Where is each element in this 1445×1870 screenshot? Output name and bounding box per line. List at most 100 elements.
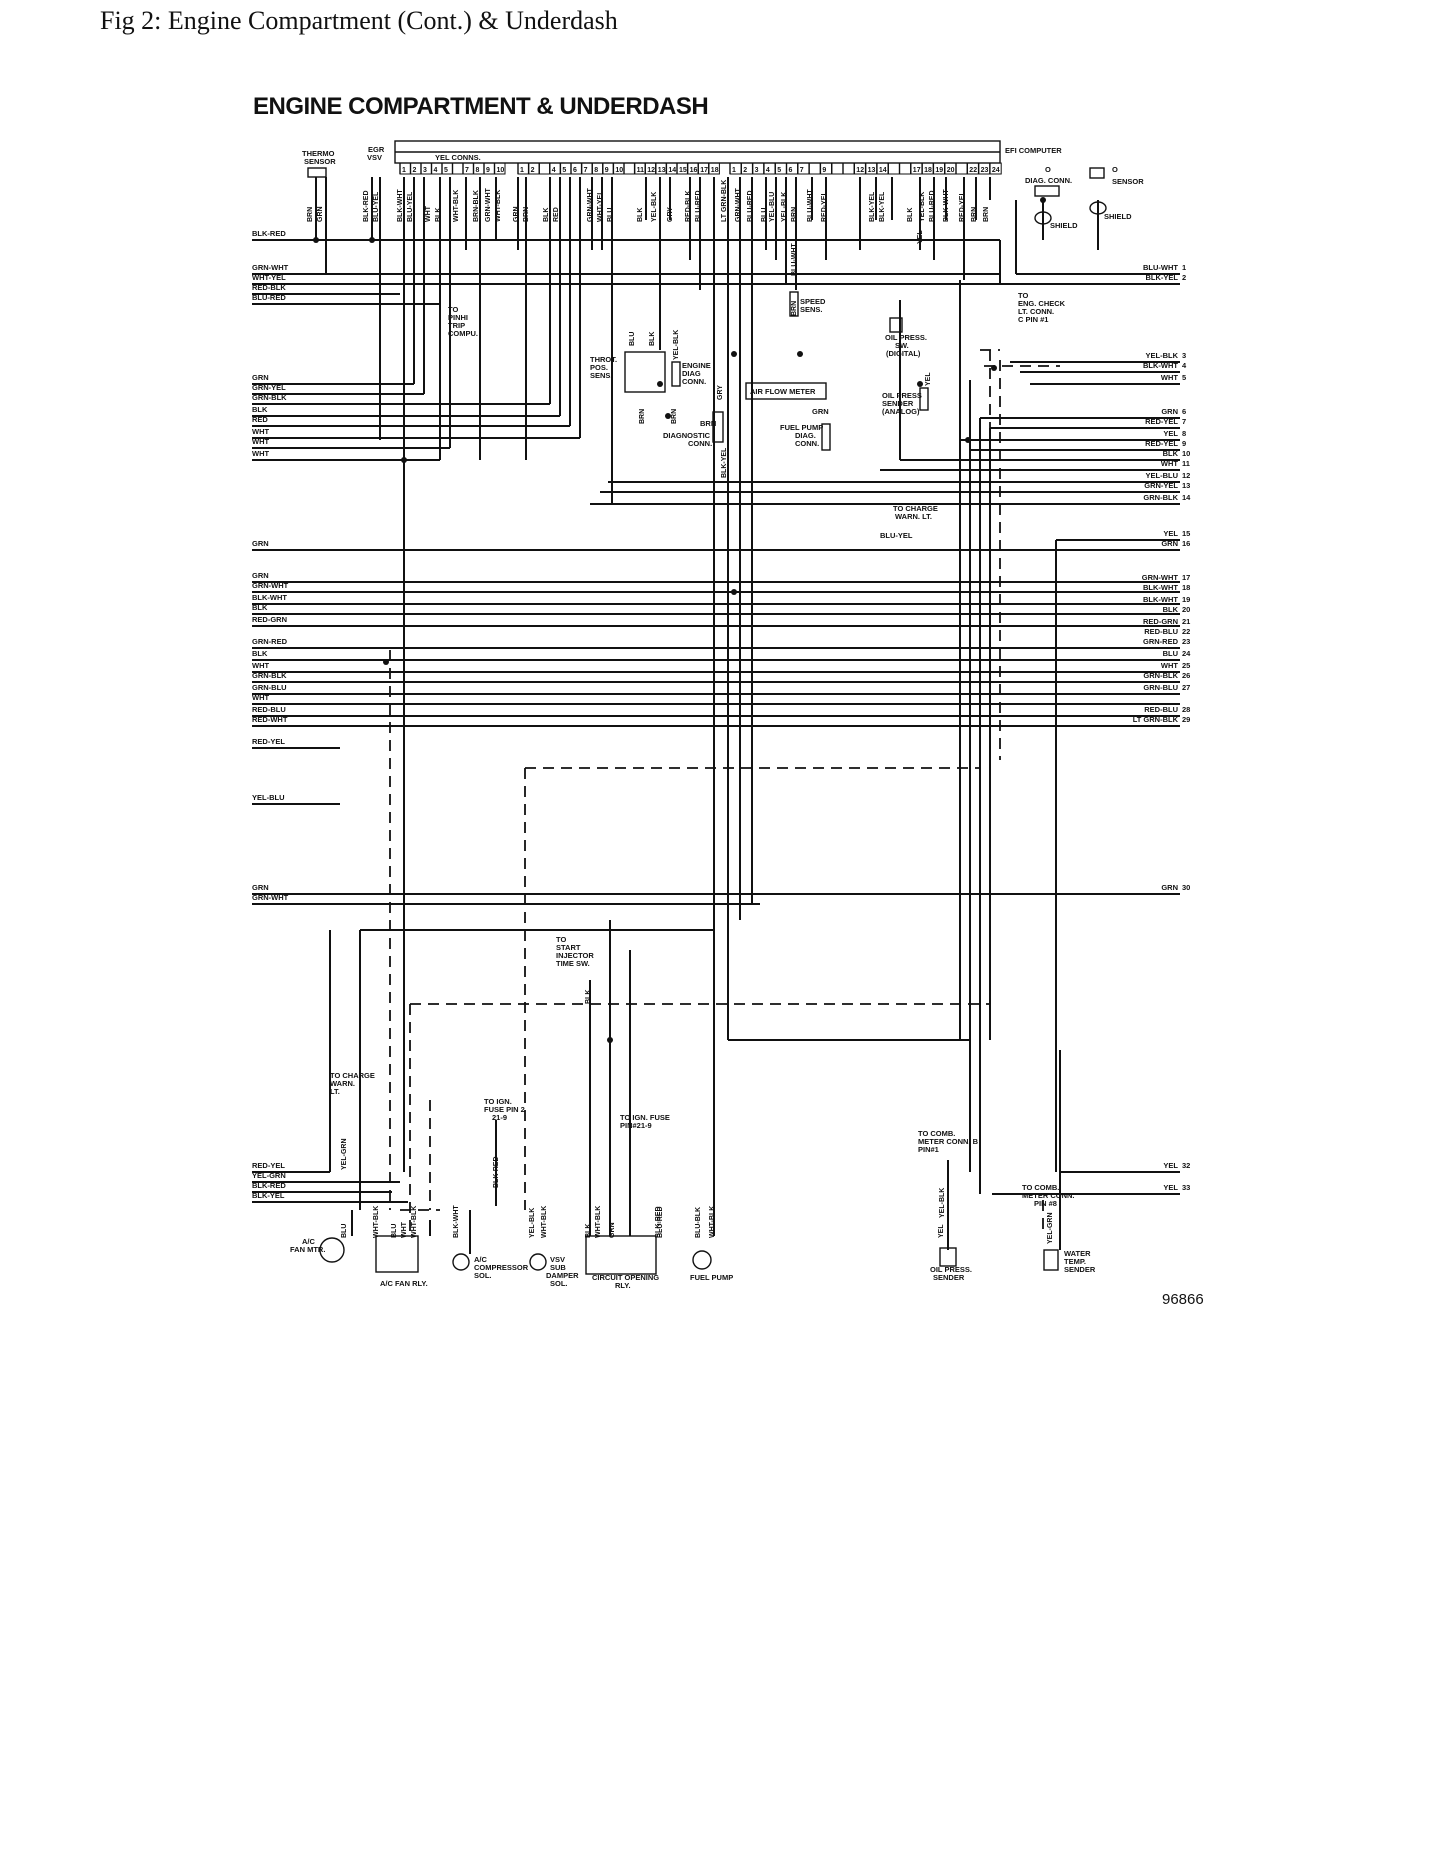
- figure-number: 96866: [1162, 1291, 1204, 1308]
- svg-text:CONN.: CONN.: [682, 377, 706, 386]
- svg-text:TO CHARGE: TO CHARGE: [893, 504, 938, 513]
- connector-pin: 18: [924, 167, 932, 174]
- connector-pin: 10: [497, 167, 505, 174]
- svg-text:BLK-RED: BLK-RED: [493, 1157, 500, 1189]
- svg-text:OIL PRESS: OIL PRESS: [882, 391, 922, 400]
- left-wire-label: BLK-YEL: [252, 1191, 285, 1200]
- top-wire-color: BLK: [907, 208, 914, 222]
- top-wire-color: YEL-BLK: [651, 192, 658, 222]
- right-wire-label: GRN-BLK: [1143, 493, 1178, 502]
- top-wire-color: BLK-YEL: [869, 191, 876, 222]
- right-wire-label: GRN-BLK: [1143, 671, 1178, 680]
- connector-pin: 20: [947, 167, 955, 174]
- svg-text:(ANALOG): (ANALOG): [882, 407, 920, 416]
- svg-text:CONN.: CONN.: [795, 439, 819, 448]
- top-wire-color: WHT-YEL: [597, 190, 604, 222]
- right-wire-pin: 28: [1182, 705, 1190, 714]
- bottom-wire-color: BLU-BLK: [695, 1207, 702, 1238]
- to-pinhi-trip-compu: TO PINHI TRIP COMPU.: [448, 305, 478, 338]
- right-wire-label: RED-YEL: [1145, 417, 1178, 426]
- right-wire-label: YEL: [1163, 529, 1178, 538]
- water-temp-sender: WATER TEMP. SENDER: [1043, 1249, 1096, 1274]
- top-wire-color: BLU-RED: [695, 191, 702, 223]
- bottom-wire-color: YEL-BLK: [529, 1208, 536, 1238]
- bottom-wire-color: WHT-BLK: [411, 1206, 418, 1238]
- svg-text:VSV: VSV: [550, 1255, 565, 1264]
- top-wire-color: BLU-YEL: [373, 191, 380, 222]
- right-wire-label: GRN-RED: [1143, 637, 1179, 646]
- svg-text:YEL-BLK: YEL-BLK: [673, 330, 680, 360]
- svg-text:A/C: A/C: [474, 1255, 488, 1264]
- svg-text:RLY.: RLY.: [615, 1281, 631, 1290]
- left-wire-label: WHT: [252, 437, 269, 446]
- left-wire-label: BLU-RED: [252, 293, 286, 302]
- svg-text:FUSE PIN 2: FUSE PIN 2: [484, 1105, 525, 1114]
- connector-pin: 5: [444, 167, 448, 174]
- right-wire-pin: 15: [1182, 529, 1190, 538]
- connector-pin: 4: [552, 167, 556, 174]
- svg-text:BLK: BLK: [585, 990, 592, 1004]
- right-wire-pin: 33: [1182, 1183, 1190, 1192]
- top-wire-color: BRN: [307, 207, 314, 222]
- left-wire-label: RED-GRN: [252, 615, 287, 624]
- svg-text:WATER: WATER: [1064, 1249, 1091, 1258]
- svg-text:METER CONN.: METER CONN.: [1022, 1191, 1075, 1200]
- left-wire-label: WHT: [252, 693, 269, 702]
- svg-text:TO IGN. FUSE: TO IGN. FUSE: [620, 1113, 670, 1122]
- right-wire-label: WHT: [1161, 459, 1178, 468]
- svg-text:ENGINE: ENGINE: [682, 361, 711, 370]
- right-wire-label: YEL-BLK: [1146, 351, 1179, 360]
- right-wire-pin: 13: [1182, 481, 1190, 490]
- right-wire-label: RED-YEL: [1145, 439, 1178, 448]
- right-wire-label: GRN: [1161, 407, 1178, 416]
- right-wire-label: BLK-WHT: [1143, 361, 1178, 370]
- right-wire-label: BLU: [1163, 649, 1178, 658]
- to-comb-meter-b: TO COMB. METER CONN. B PIN#1: [918, 1129, 979, 1154]
- connector-pin: 9: [486, 167, 490, 174]
- svg-text:YEL: YEL: [925, 372, 932, 386]
- top-wire-color: BLU: [761, 208, 768, 222]
- svg-text:YEL: YEL: [917, 230, 924, 244]
- vsv-sub-damper-sol: VSV SUB DAMPER SOL.: [529, 1253, 579, 1288]
- connector-pin: 16: [690, 167, 698, 174]
- left-wire-label: GRN-BLK: [252, 671, 287, 680]
- connector-pin: 17: [913, 167, 921, 174]
- right-wire-pin: 18: [1182, 583, 1190, 592]
- left-wire-label: BLK: [252, 603, 268, 612]
- left-wire-label: WHT: [252, 661, 269, 670]
- svg-text:BLU: BLU: [629, 332, 636, 346]
- svg-text:SOL.: SOL.: [474, 1271, 492, 1280]
- fuel-pump-diag-conn: FUEL PUMP DIAG. CONN.: [780, 423, 831, 451]
- top-wire-color: BLK: [637, 208, 644, 222]
- to-ign-fuse-pin21: TO IGN. FUSE PIN#21-9: [620, 1113, 670, 1130]
- left-wire-label: GRN-YEL: [252, 383, 286, 392]
- svg-text:SENDER: SENDER: [933, 1273, 965, 1282]
- left-wire-labels: BLK-REDGRN-WHTWHT-YELRED-BLKBLU-REDGRNGR…: [252, 229, 289, 1200]
- right-wire-label: RED-BLU: [1144, 705, 1178, 714]
- connector-pin: 5: [777, 167, 781, 174]
- top-wire-color: GRN-WHT: [485, 187, 492, 222]
- right-wire-label: WHT: [1161, 661, 1178, 670]
- right-wire-label: BLK: [1163, 449, 1179, 458]
- svg-text:TO: TO: [1018, 291, 1028, 300]
- svg-text:YEL-GRN: YEL-GRN: [341, 1139, 348, 1171]
- svg-text:DIAG.: DIAG.: [795, 431, 816, 440]
- bottom-wire-color: WHT-BLK: [709, 1206, 716, 1238]
- connector-pin: 11: [637, 167, 645, 174]
- top-wire-color: BLU-RED: [929, 191, 936, 223]
- svg-text:INJECTOR: INJECTOR: [556, 951, 594, 960]
- svg-text:PIN #8: PIN #8: [1034, 1199, 1057, 1208]
- left-wire-label: WHT-YEL: [252, 273, 286, 282]
- svg-text:FUEL PUMP: FUEL PUMP: [780, 423, 823, 432]
- svg-text:PIN#21-9: PIN#21-9: [620, 1121, 652, 1130]
- right-wire-pin: 11: [1182, 459, 1190, 468]
- connector-pin: 12: [856, 167, 864, 174]
- top-wire-color: RED: [553, 207, 560, 222]
- right-wire-label: GRN-BLU: [1143, 683, 1178, 692]
- left-wire-label: GRN-BLU: [252, 683, 287, 692]
- wiring-lines: [252, 177, 1180, 1254]
- right-wire-pin: 10: [1182, 449, 1190, 458]
- right-wire-label: GRN-WHT: [1142, 573, 1179, 582]
